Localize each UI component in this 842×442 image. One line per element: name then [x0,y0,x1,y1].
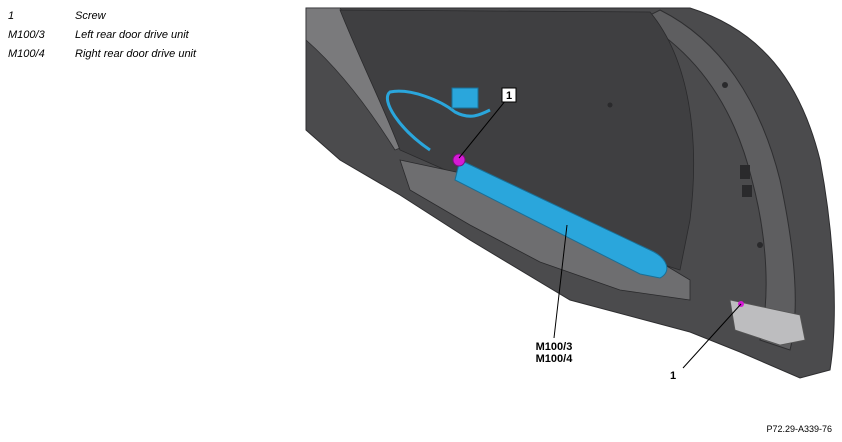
legend-description: Left rear door drive unit [75,28,189,41]
frame-hole [722,82,728,88]
frame-hole [607,102,613,108]
screw-top [452,153,466,167]
legend-row: 1 Screw [8,6,196,25]
drive-unit [454,159,668,279]
legend-description: Screw [75,9,106,22]
callout-line-drive-unit [553,224,568,339]
legend-row: M100/3 Left rear door drive unit [8,25,196,44]
figure-code: P72.29-A339-76 [766,424,832,434]
drive-unit-cable [385,89,491,152]
callout-label-drive-unit-2: M100/4 [536,353,574,365]
frame-slot [742,185,752,197]
callout-line-screw-bottom [682,303,742,369]
legend: 1 Screw M100/3 Left rear door drive unit… [8,6,196,63]
legend-code: M100/3 [8,28,45,41]
frame-hole [757,242,763,248]
legend-code: 1 [8,9,15,22]
hinge-bracket [729,299,806,346]
door-inner-panel [339,9,694,271]
legend-description: Right rear door drive unit [75,47,197,60]
callout-label-screw-top: 1 [506,90,512,102]
callout-label-screw-bottom: 1 [670,370,676,382]
callout-box-screw-top [501,87,517,103]
legend-row: M100/4 Right rear door drive unit [8,44,196,63]
callout-label-drive-unit-1: M100/3 [536,341,573,353]
callout-line-screw-top [458,99,507,159]
cable-connector [451,87,479,109]
legend-code: M100/4 [8,47,45,60]
frame-slot [740,165,750,179]
